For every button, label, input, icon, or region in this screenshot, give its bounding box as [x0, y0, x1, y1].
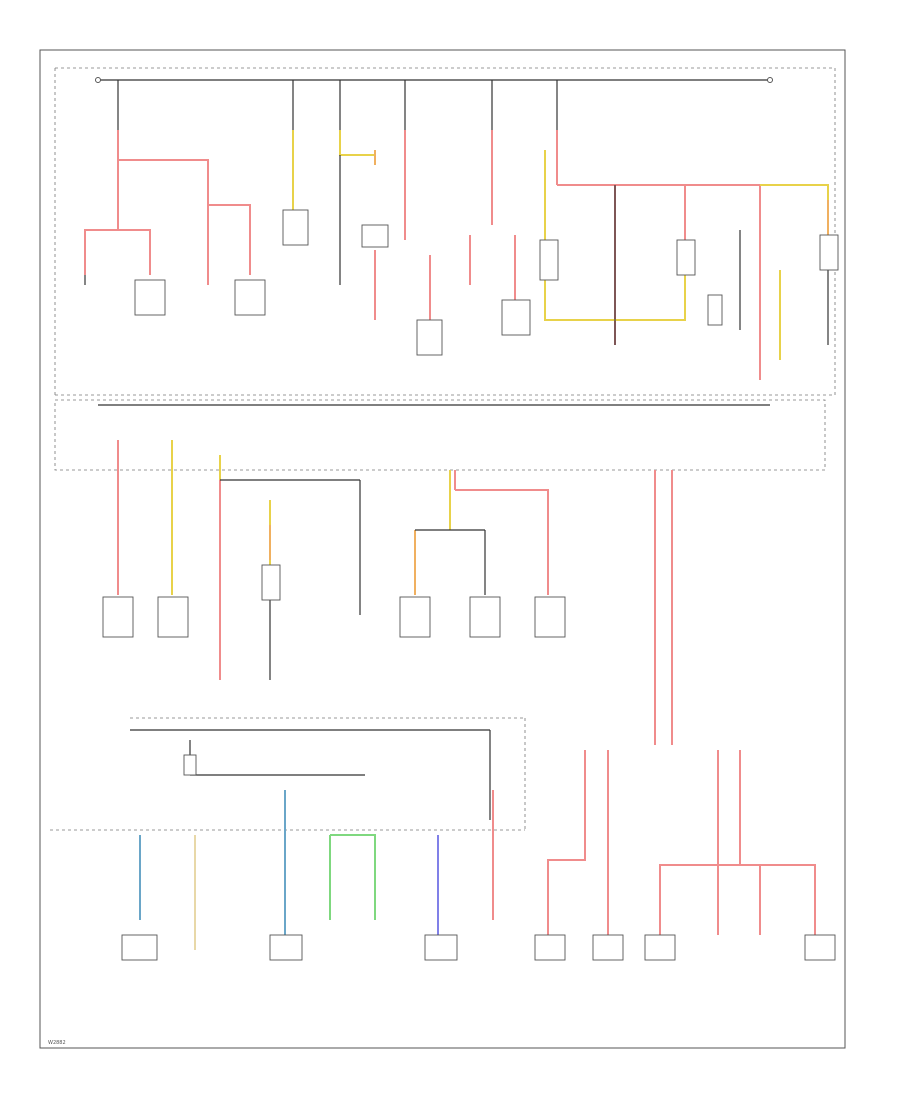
top-power-distribution — [54, 67, 839, 396]
wire-red-left — [84, 130, 251, 285]
middle-power-distribution — [54, 399, 826, 745]
bottom-power-distribution — [50, 717, 836, 961]
diagram-frame — [39, 49, 846, 1049]
footer-code: W2882 — [48, 1040, 66, 1046]
